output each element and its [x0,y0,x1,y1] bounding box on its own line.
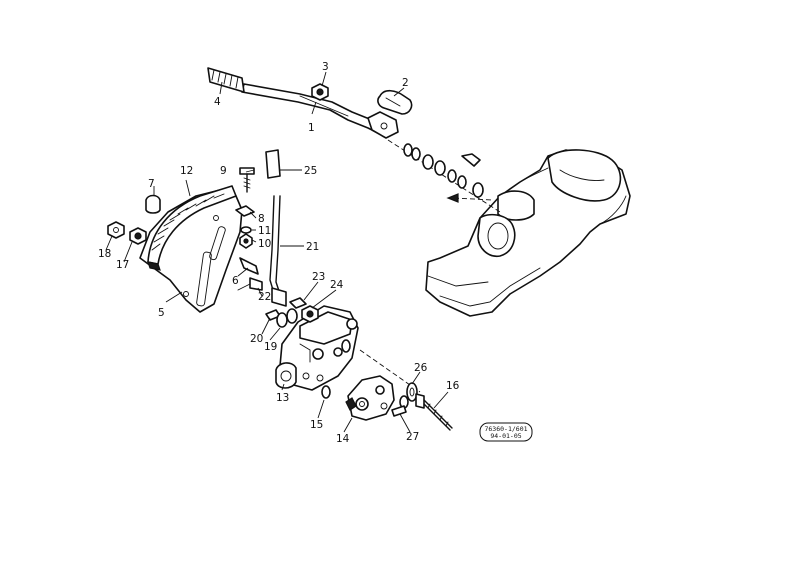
small-bolt [461,153,481,167]
upper-lever-assembly [207,67,484,198]
callout-24: 24 [330,279,344,291]
nut-18 [107,221,125,239]
callout-8: 8 [258,213,265,225]
leader-lines [105,71,449,433]
washer [422,154,434,170]
callout-18: 18 [98,248,111,260]
callout-14: 14 [336,433,350,445]
callout-10: 10 [258,238,271,250]
nut [434,160,446,176]
callout-9: 9 [220,165,227,177]
callout-13: 13 [276,392,289,404]
callout-21: 21 [306,241,319,253]
callout-11: 11 [258,225,271,237]
lever-knob-left [207,67,245,93]
clip-23 [289,297,307,309]
washer [411,147,421,161]
callout-5: 5 [158,307,165,319]
rubber-buffer [145,194,161,214]
callout-26: 26 [414,362,428,374]
washer-19 [276,312,288,328]
callout-12: 12 [180,165,193,177]
drawing-reference-stamp: 76360-1/601 94-01-05 [479,422,533,442]
washer [447,169,457,183]
lever-clevis [367,111,399,139]
stamp-line-2: 94-01-05 [490,432,521,440]
callout-19: 19 [264,341,277,353]
bolt-22 [249,277,263,291]
guide-segment [147,185,237,271]
callout-22: 22 [258,291,271,303]
bolt-9 [239,167,255,193]
arrow-head [446,193,459,203]
callout-20: 20 [250,333,263,345]
callout-25: 25 [304,165,317,177]
washer [472,182,484,198]
axis-line [359,349,421,393]
washer [403,143,413,157]
pin-6 [239,257,259,275]
bracket [345,375,395,421]
lever-knob-right [377,89,413,115]
bolt-16 [415,393,453,431]
callout-4: 4 [214,96,221,108]
callout-1: 1 [308,122,315,134]
spring-pin-27 [391,405,407,417]
clip-8 [235,205,255,217]
callout-2: 2 [402,77,409,89]
stamp-line-1: 76360-1/601 [484,425,527,433]
axis-line [453,197,493,201]
washer [457,175,467,189]
callout-17: 17 [116,259,129,271]
callout-3: 3 [322,61,329,73]
callout-7: 7 [148,178,155,190]
callout-27: 27 [406,431,419,443]
fender-housing [425,149,631,317]
callouts: 1 2 3 4 5 6 7 8 9 10 11 12 13 14 15 16 1… [98,61,460,445]
washer-26 [406,382,418,402]
callout-6: 6 [232,275,239,287]
callout-15: 15 [310,419,323,431]
washer-11 [240,226,252,234]
shift-rod [265,149,287,307]
washer-19b [286,308,298,324]
o-ring-15 [321,385,331,399]
callout-16: 16 [446,380,460,392]
bolt-3 [311,83,329,101]
axis-line [387,139,501,213]
callout-23: 23 [312,271,325,283]
